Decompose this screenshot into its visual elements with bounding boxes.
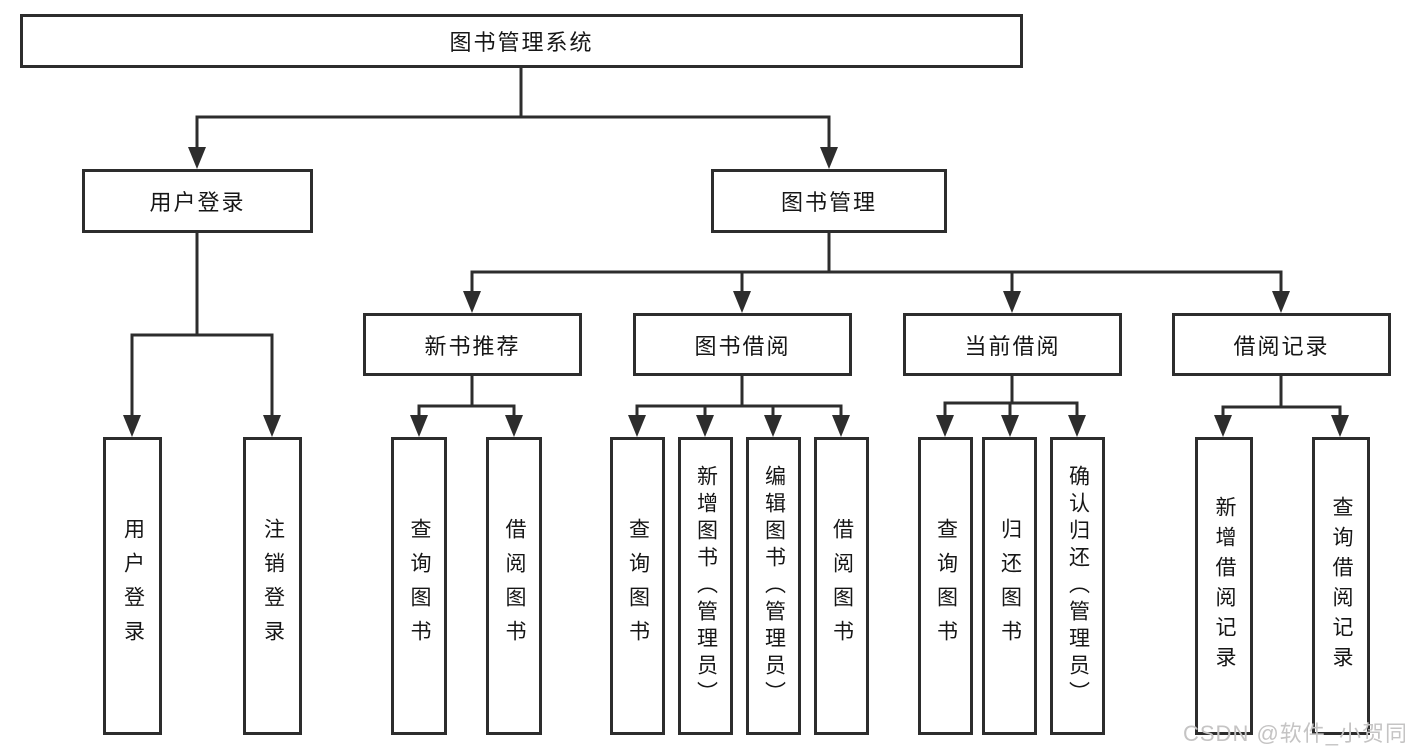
leaf-borrow-books: 借阅图书	[814, 437, 869, 735]
leaf-edit-books-admin: 编辑图书（管理员）	[746, 437, 801, 735]
leaf-add-borrow-record-label: 新增借阅记录	[1213, 496, 1236, 676]
leaf-confirm-return-admin: 确认归还（管理员）	[1050, 437, 1105, 735]
leaf-query-borrow-record-label: 查询借阅记录	[1330, 496, 1353, 676]
node-new-book-recommend-label: 新书推荐	[424, 333, 521, 359]
leaf-query-books-recommend-label: 查询图书	[408, 518, 431, 654]
node-user-login-label: 用户登录	[149, 190, 246, 215]
connector-book-borrow-children	[635, 375, 843, 416]
leaf-logout-label: 注销登录	[261, 518, 285, 654]
connector-root-to-level2	[195, 68, 831, 148]
leaf-query-books-current-label: 查询图书	[934, 518, 958, 654]
leaf-return-books-label: 归还图书	[998, 518, 1022, 654]
leaf-query-books-current: 查询图书	[918, 437, 973, 735]
leaf-add-borrow-record: 新增借阅记录	[1195, 437, 1253, 735]
node-new-book-recommend: 新书推荐	[363, 313, 582, 376]
leaf-add-books-admin-label: 新增图书（管理员）	[694, 464, 718, 708]
leaf-borrow-books-label: 借阅图书	[830, 518, 854, 654]
leaf-user-login-label: 用户登录	[121, 518, 145, 654]
node-borrow-records-label: 借阅记录	[1233, 333, 1330, 359]
csdn-watermark: CSDN @软件_小贺同学	[1183, 721, 1405, 746]
node-current-borrow: 当前借阅	[903, 313, 1122, 376]
leaf-borrow-books-recommend-label: 借阅图书	[503, 518, 526, 654]
leaf-query-borrow-record: 查询借阅记录	[1312, 437, 1370, 735]
leaf-query-books-borrow: 查询图书	[610, 437, 665, 735]
node-book-borrow-label: 图书借阅	[694, 333, 791, 359]
node-user-login: 用户登录	[82, 169, 313, 233]
node-current-borrow-label: 当前借阅	[964, 333, 1061, 359]
leaf-add-books-admin: 新增图书（管理员）	[678, 437, 733, 735]
leaf-confirm-return-admin-label: 确认归还（管理员）	[1066, 464, 1090, 708]
connector-book-management-children	[470, 232, 1283, 292]
arrowheads	[123, 147, 1349, 437]
leaf-borrow-books-recommend: 借阅图书	[486, 437, 542, 735]
connector-new-book-recommend-children	[417, 375, 516, 416]
leaf-return-books: 归还图书	[982, 437, 1037, 735]
connector-borrow-records-children	[1221, 375, 1342, 416]
leaf-edit-books-admin-label: 编辑图书（管理员）	[762, 464, 786, 708]
connector-current-borrow-children	[943, 375, 1079, 416]
node-borrow-records: 借阅记录	[1172, 313, 1391, 376]
node-book-borrow: 图书借阅	[633, 313, 852, 376]
connector-user-login-children	[130, 232, 274, 416]
node-root-label: 图书管理系统	[449, 30, 594, 55]
node-book-management: 图书管理	[711, 169, 947, 233]
node-root: 图书管理系统	[20, 14, 1023, 68]
leaf-logout: 注销登录	[243, 437, 302, 735]
leaf-query-books-borrow-label: 查询图书	[626, 518, 650, 654]
leaf-query-books-recommend: 查询图书	[391, 437, 447, 735]
node-book-management-label: 图书管理	[780, 190, 877, 215]
leaf-user-login: 用户登录	[103, 437, 162, 735]
